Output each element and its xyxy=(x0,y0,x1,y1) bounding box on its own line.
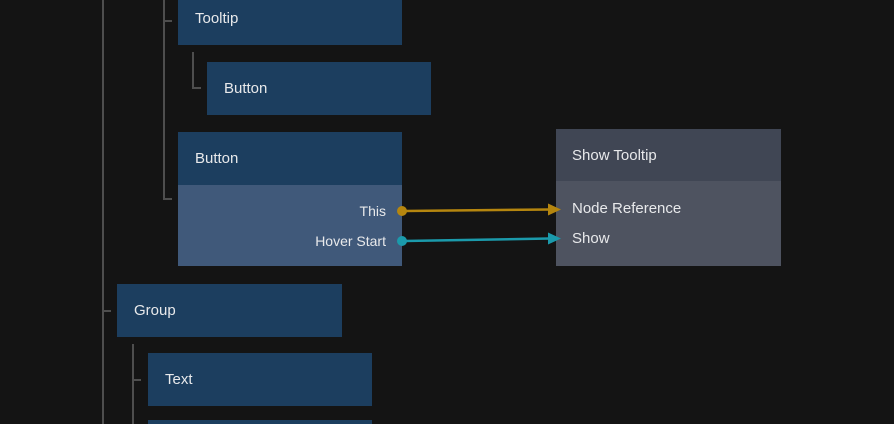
tree-node-button-child[interactable]: Button xyxy=(207,62,431,115)
graph-node-show-tooltip[interactable]: Show Tooltip Node Reference Show xyxy=(556,129,781,266)
tree-branch-line-tooltip-children xyxy=(192,52,194,89)
tree-tick-group xyxy=(102,310,111,312)
input-port-show[interactable]: Show xyxy=(556,223,781,253)
tree-node-label: Text xyxy=(165,371,193,388)
output-port-label: Hover Start xyxy=(315,233,386,249)
tree-node-label: Button xyxy=(195,150,239,167)
input-port-label: Node Reference xyxy=(572,199,682,217)
tree-tick-text xyxy=(132,379,141,381)
graph-node-header[interactable]: Show Tooltip xyxy=(556,129,781,181)
graph-node-body: Node Reference Show xyxy=(556,181,781,266)
tree-node-label: Button xyxy=(224,80,268,97)
tree-tick-button-child xyxy=(192,87,201,89)
tree-node-label: Tooltip xyxy=(195,10,239,27)
tree-node-text[interactable]: Text xyxy=(148,353,372,406)
tree-node-button-header[interactable]: Button xyxy=(178,132,402,185)
tree-tick-tooltip xyxy=(163,20,172,22)
tree-node-group[interactable]: Group xyxy=(117,284,342,337)
output-port-label: This xyxy=(359,203,386,219)
output-ports-panel: This Hover Start xyxy=(178,185,402,266)
tree-tick-button xyxy=(163,198,172,200)
tree-node-label: Group xyxy=(134,302,176,319)
input-port-label: Show xyxy=(572,229,610,247)
output-port-hover-start[interactable]: Hover Start xyxy=(178,226,402,256)
graph-node-title: Show Tooltip xyxy=(572,146,657,164)
wire-this-to-node-reference[interactable] xyxy=(403,208,551,213)
input-port-node-reference[interactable]: Node Reference xyxy=(556,193,781,223)
tree-trunk-line-outer xyxy=(102,0,104,424)
output-port-this[interactable]: This xyxy=(178,196,402,226)
tree-node-button-expanded[interactable]: Button This Hover Start xyxy=(178,132,402,266)
wire-hover-start-to-show[interactable] xyxy=(403,237,551,243)
tree-node-clipped[interactable] xyxy=(148,420,372,424)
tree-branch-line-group-children xyxy=(132,344,134,424)
tree-node-tooltip[interactable]: Tooltip xyxy=(178,0,402,45)
tree-trunk-line-inner xyxy=(163,0,165,200)
